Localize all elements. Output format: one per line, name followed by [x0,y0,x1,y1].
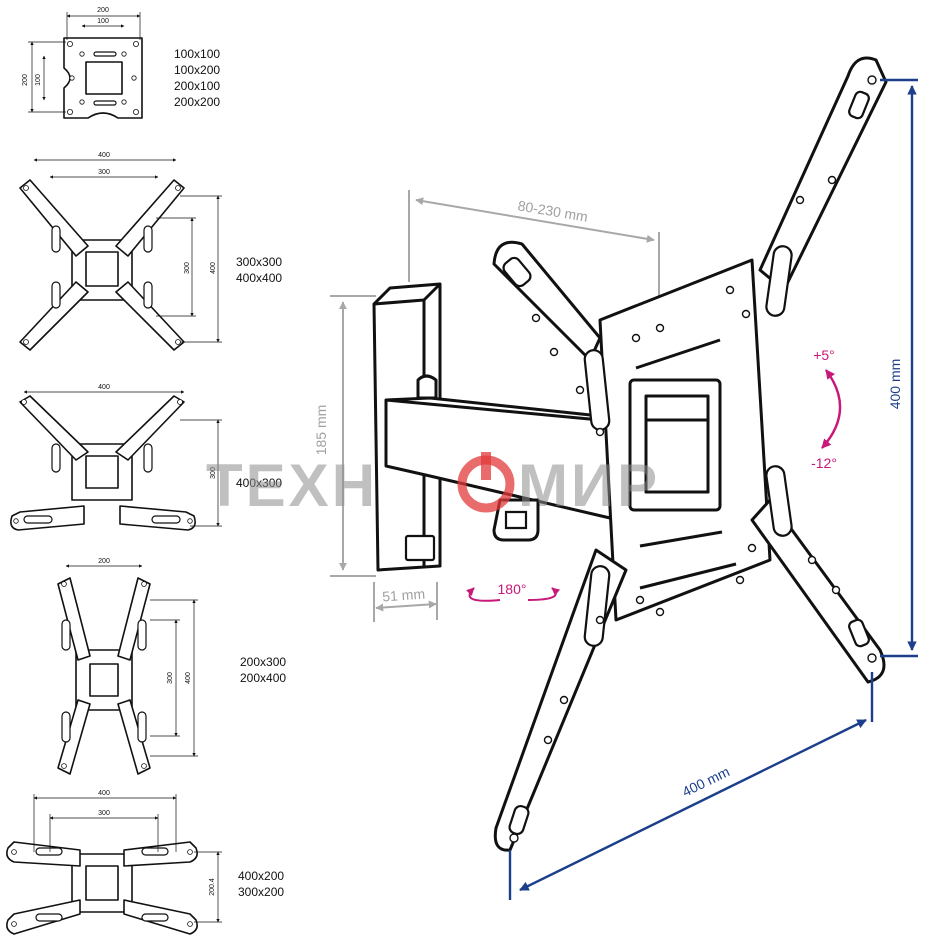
config-4-dim-width: 200 [98,558,110,565]
config-4-dim-inner-height: 300 [167,672,174,684]
config-4-size-1: 200x300 [240,655,286,669]
swivel-arrow-right [527,587,561,601]
config-4-dim-height: 400 [185,672,192,684]
main-bracket-drawing [330,56,888,852]
svg-text:МИР: МИР [518,452,660,519]
swivel-arrow-left [466,587,501,602]
config-1-size-3: 200x100 [174,79,220,93]
arm-extension-label: 80-230 mm [517,197,589,224]
config-5-drawing [6,794,222,935]
config-1-drawing [28,12,143,119]
config-2-dim-width: 400 [98,152,110,159]
config-5-dim-width: 400 [98,790,110,797]
config-3-dim-width: 400 [98,384,110,391]
config-5-size-2: 300x200 [238,885,284,899]
tilt-arrow [821,369,842,449]
swivel-label: 180° [498,581,527,597]
config-2-dim-height: 400 [210,262,217,274]
config-1-size-2: 100x200 [174,63,220,77]
config-2-dim-inner-height: 300 [184,262,191,274]
config-1-dim-inner-height: 100 [35,74,42,86]
config-1-dim-width: 200 [97,7,109,14]
config-1-dim-inner-width: 100 [97,18,109,25]
wall-plate-width-label: 51 mm [382,586,426,605]
tilt-down-label: -12° [811,455,837,471]
config-1-size-1: 100x100 [174,47,220,61]
wall-plate-width-dimension-line [375,600,437,612]
config-3-size-1: 400x300 [236,476,282,490]
config-1-dim-height: 200 [22,74,29,86]
vesa-width-label: 400 mm [680,763,732,800]
watermark-logo: ТЕХН МИР [206,452,660,519]
config-5-size-1: 400x200 [238,869,284,883]
config-4-size-2: 200x400 [240,671,286,685]
vesa-height-label: 400 mm [887,359,903,410]
vesa-width-dimension-line [519,718,867,892]
config-4-drawing [57,564,198,775]
wall-plate-height-label: 185 mm [313,405,329,456]
config-3-dim-height: 300 [210,467,217,479]
config-2-size-2: 400x400 [236,271,282,285]
config-5-dim-height: 200.4 [209,878,216,896]
power-icon-bar [481,452,491,480]
svg-text:ТЕХН: ТЕХН [206,452,378,519]
config-3-drawing [10,390,222,531]
config-5-dim-inner-width: 300 [98,810,110,817]
arm-extension-dimension-line [415,197,655,243]
config-2-size-1: 300x300 [236,255,282,269]
config-2-dim-inner-width: 300 [98,169,110,176]
config-2-drawing [19,158,222,351]
tilt-up-label: +5° [813,347,835,363]
config-1-size-4: 200x200 [174,95,220,109]
